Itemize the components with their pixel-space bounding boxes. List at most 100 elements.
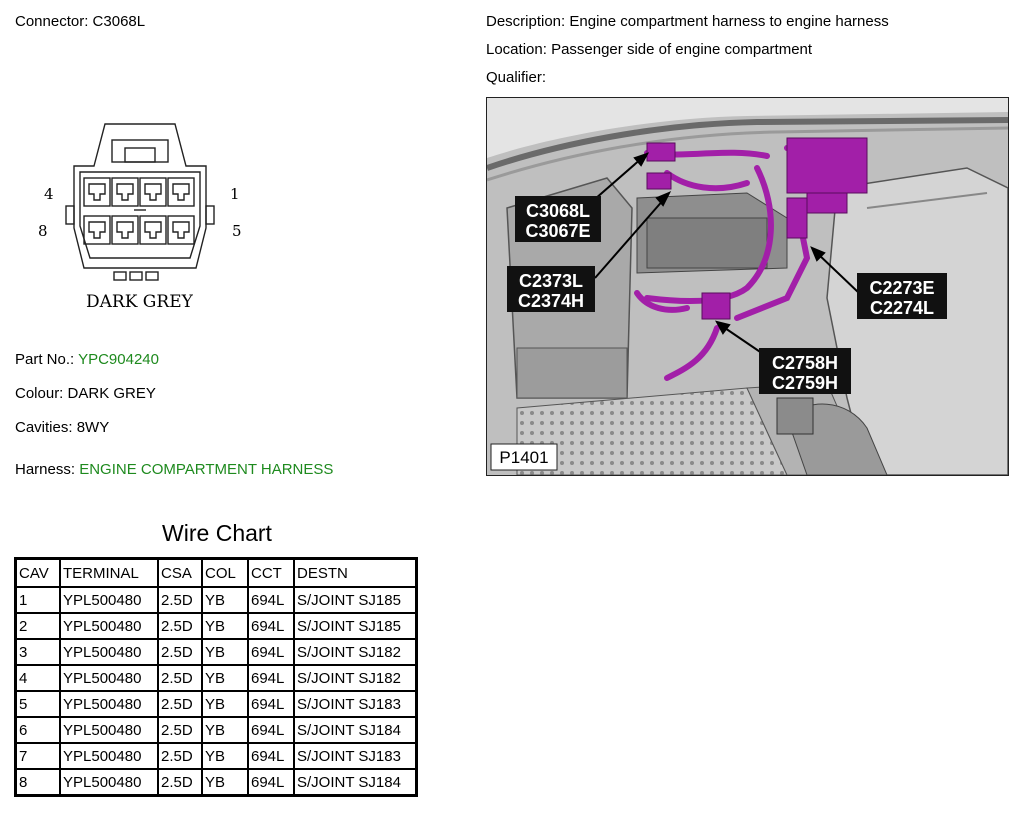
colour-value: DARK GREY (67, 385, 156, 402)
cell-cav: 8 (14, 768, 61, 797)
table-row: 8 YPL500480 2.5D YB 694L S/JOINT SJ184 (14, 768, 418, 797)
column-header-cav: CAV (14, 557, 61, 588)
pin-number-4: 4 (44, 185, 54, 203)
qualifier-line: Qualifier: (486, 69, 546, 87)
connector-colour-caption: DARK GREY (86, 292, 194, 312)
cell-destn: S/JOINT SJ182 (293, 638, 418, 666)
table-row: 2 YPL500480 2.5D YB 694L S/JOINT SJ185 (14, 612, 418, 640)
cell-destn: S/JOINT SJ183 (293, 742, 418, 770)
column-header-col: COL (201, 557, 249, 588)
cell-cct: 694L (247, 716, 295, 744)
svg-text:C3068L: C3068L (526, 201, 590, 221)
svg-text:C2274L: C2274L (870, 298, 934, 318)
svg-text:C2759H: C2759H (772, 373, 838, 393)
cell-col: YB (201, 768, 249, 797)
cell-col: YB (201, 586, 249, 614)
cell-csa: 2.5D (157, 690, 203, 718)
figure-id-label: P1401 (490, 443, 558, 471)
wire-chart-table: CAV TERMINAL CSA COL CCT DESTN 1 YPL5004… (14, 557, 418, 797)
cell-csa: 2.5D (157, 768, 203, 797)
cell-cct: 694L (247, 690, 295, 718)
cell-cct: 694L (247, 768, 295, 797)
cell-col: YB (201, 638, 249, 666)
cell-terminal: YPL500480 (59, 638, 159, 666)
cell-terminal: YPL500480 (59, 664, 159, 692)
cell-destn: S/JOINT SJ183 (293, 690, 418, 718)
callout-c2373l: C2373L C2374H (507, 266, 595, 312)
location-value: Passenger side of engine compartment (551, 41, 813, 58)
cell-csa: 2.5D (157, 638, 203, 666)
cell-cct: 694L (247, 612, 295, 640)
pin-number-8: 8 (38, 222, 48, 240)
cell-terminal: YPL500480 (59, 716, 159, 744)
callout-c2758h: C2758H C2759H (759, 348, 851, 394)
column-header-csa: CSA (157, 557, 203, 588)
cell-destn: S/JOINT SJ182 (293, 664, 418, 692)
cell-cav: 3 (14, 638, 61, 666)
cell-col: YB (201, 664, 249, 692)
cell-terminal: YPL500480 (59, 690, 159, 718)
description-label: Description: (486, 13, 566, 30)
connector-latch (111, 139, 169, 163)
wire-chart-title: Wire Chart (162, 520, 272, 546)
terminal-row-bottom (83, 215, 195, 245)
cell-cct: 694L (247, 586, 295, 614)
svg-text:C2373L: C2373L (519, 271, 583, 291)
connector-value: C3068L (92, 13, 146, 30)
description-value: Engine compartment harness to engine har… (569, 13, 889, 30)
cell-destn: S/JOINT SJ185 (293, 586, 418, 614)
cell-cav: 7 (14, 742, 61, 770)
cell-col: YB (201, 690, 249, 718)
cell-csa: 2.5D (157, 586, 203, 614)
cell-col: YB (201, 742, 249, 770)
table-row: 1 YPL500480 2.5D YB 694L S/JOINT SJ185 (14, 586, 418, 614)
part-no-line: Part No.: YPC904240 (15, 351, 159, 369)
harness-label: Harness: (15, 461, 76, 478)
table-row: 5 YPL500480 2.5D YB 694L S/JOINT SJ183 (14, 690, 418, 718)
cell-destn: S/JOINT SJ184 (293, 716, 418, 744)
harness-value: ENGINE COMPARTMENT HARNESS (79, 461, 334, 478)
cell-csa: 2.5D (157, 716, 203, 744)
location-label: Location: (486, 41, 547, 58)
svg-text:C2758H: C2758H (772, 353, 838, 373)
svg-text:C3067E: C3067E (525, 221, 590, 241)
svg-text:C2374H: C2374H (518, 291, 584, 311)
cavities-line: Cavities: 8WY (15, 419, 109, 437)
terminal-row-top (83, 177, 195, 207)
cell-cav: 6 (14, 716, 61, 744)
cell-cav: 5 (14, 690, 61, 718)
table-row: 3 YPL500480 2.5D YB 694L S/JOINT SJ182 (14, 638, 418, 666)
column-header-cct: CCT (247, 557, 295, 588)
cell-terminal: YPL500480 (59, 586, 159, 614)
cell-csa: 2.5D (157, 742, 203, 770)
table-row: 4 YPL500480 2.5D YB 694L S/JOINT SJ182 (14, 664, 418, 692)
column-header-destn: DESTN (293, 557, 418, 588)
pin-number-5: 5 (232, 222, 242, 240)
column-header-terminal: TERMINAL (59, 557, 159, 588)
callout-c2273e: C2273E C2274L (857, 273, 947, 319)
qualifier-label: Qualifier: (486, 69, 547, 86)
connector-face-diagram: 4 1 8 5 DARK GREY (38, 123, 242, 312)
part-no-value: YPC904240 (78, 351, 159, 368)
part-no-label: Part No.: (15, 351, 75, 368)
connector-line: Connector: C3068L (15, 13, 145, 31)
connector-label: Connector: (15, 13, 89, 30)
cell-csa: 2.5D (157, 664, 203, 692)
pin-number-1: 1 (230, 185, 240, 203)
cell-col: YB (201, 716, 249, 744)
cell-cct: 694L (247, 742, 295, 770)
location-line: Location: Passenger side of engine compa… (486, 41, 812, 59)
cavities-value: 8WY (76, 419, 110, 436)
cell-destn: S/JOINT SJ184 (293, 768, 418, 797)
cell-destn: S/JOINT SJ185 (293, 612, 418, 640)
cell-terminal: YPL500480 (59, 742, 159, 770)
cell-cct: 694L (247, 664, 295, 692)
table-row: 7 YPL500480 2.5D YB 694L S/JOINT SJ183 (14, 742, 418, 770)
colour-label: Colour: (15, 385, 64, 402)
description-line: Description: Engine compartment harness … (486, 13, 889, 31)
cell-cct: 694L (247, 638, 295, 666)
cavities-label: Cavities: (15, 419, 73, 436)
cell-col: YB (201, 612, 249, 640)
svg-text:C2273E: C2273E (869, 278, 934, 298)
location-photo: C3068L C3067E C2373L C2374H C2273E C2274… (486, 97, 1009, 476)
